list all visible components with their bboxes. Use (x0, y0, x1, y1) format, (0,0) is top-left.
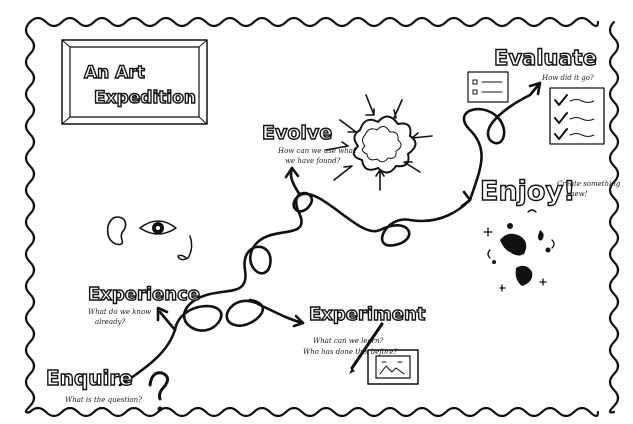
nose-icon (177, 235, 193, 261)
experiment-note-2: Who has done this before? (303, 348, 398, 356)
checklist-icon (467, 71, 605, 145)
experience-label: Experience (88, 284, 200, 305)
framed-picture-icon (367, 349, 419, 385)
paintbrush-icon (349, 322, 384, 374)
eye-icon (139, 220, 177, 235)
evaluate-label: Evaluate (494, 46, 597, 70)
path-arrow-icon (118, 81, 542, 387)
splash-icon (483, 209, 555, 292)
enjoy-note-2: new! (570, 190, 588, 198)
experiment-label: Experiment (309, 304, 426, 325)
title-line-2: Expedition (94, 88, 196, 108)
wavy-border-icon (24, 16, 620, 418)
enjoy-label: Enjoy! (480, 176, 575, 207)
evolve-label: Evolve (262, 122, 332, 144)
enjoy-note-1: Create something (557, 180, 621, 188)
experience-note-2: already? (95, 318, 126, 326)
ear-icon (106, 216, 127, 246)
evolve-note-1: How can we use what (277, 147, 356, 155)
question-mark-icon (148, 371, 169, 412)
experience-note-1: What do we know (88, 308, 151, 316)
experiment-note-1: What can we learn? (313, 337, 384, 345)
evaluate-note: How did it go? (541, 74, 594, 82)
title-line-1: An Art (84, 63, 145, 83)
cloud-burst-icon (325, 94, 433, 191)
evolve-note-2: we have found? (285, 157, 341, 165)
enquire-note: What is the question? (65, 396, 142, 404)
picture-frame-icon (61, 39, 208, 125)
enquire-label: Enquire (46, 366, 133, 390)
